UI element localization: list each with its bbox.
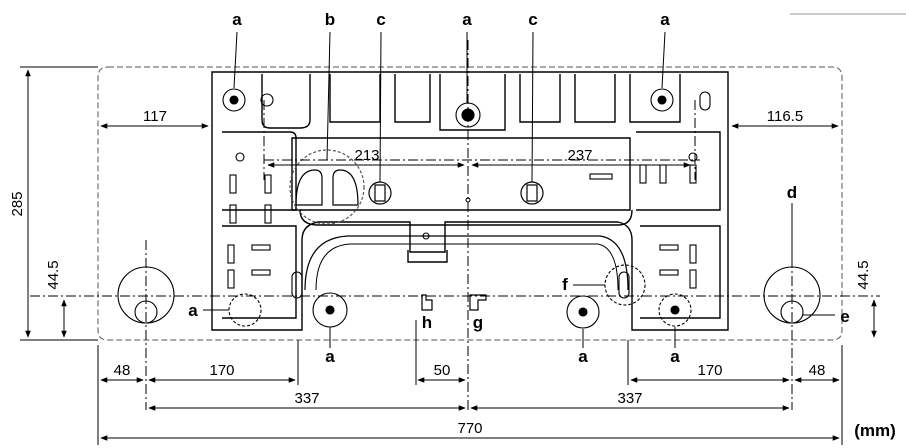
dim-right-margin: 116.5 [767, 108, 803, 125]
label-f: f [562, 275, 568, 294]
label-a-top-right: a [660, 10, 670, 29]
leader-lines [203, 31, 835, 348]
dim-edge-left: 48 [114, 362, 131, 379]
dim-half-left: 337 [294, 390, 319, 407]
dim-pipe-height-right: 44.5 [855, 260, 872, 289]
center-lines [30, 40, 880, 410]
dim-edge-right: 48 [809, 362, 826, 379]
label-b: b [325, 10, 335, 29]
label-e: e [840, 307, 849, 326]
label-a-top-left: a [232, 10, 242, 29]
dim-total-width: 770 [457, 420, 482, 437]
dim-inner-right: 170 [697, 362, 722, 379]
dim-half-right: 337 [617, 390, 642, 407]
dim-right-to-center: 237 [567, 147, 592, 164]
dim-left-to-center: 213 [354, 147, 379, 164]
lower-holes-a [228, 264, 692, 329]
dim-gap: 50 [434, 362, 451, 379]
label-c-left: c [376, 10, 385, 29]
label-a-bottom-2: a [578, 347, 588, 366]
label-h: h [422, 313, 432, 332]
dim-left-margin: 117 [143, 108, 167, 125]
hook-group-b [289, 149, 365, 225]
label-a-lower-left: a [188, 301, 198, 320]
label-d: d [787, 183, 797, 202]
clips-c [368, 181, 544, 205]
dim-pipe-height-left: 44.5 [45, 260, 62, 289]
label-a-bottom-3: a [670, 347, 680, 366]
dim-height: 285 [9, 191, 26, 216]
label-g: g [473, 313, 483, 332]
installation-plate [211, 71, 729, 331]
dimension-lines [20, 66, 877, 445]
dim-inner-left: 170 [209, 362, 234, 379]
pipe-holes [117, 266, 821, 324]
label-c-right: c [528, 10, 537, 29]
unit-label: (mm) [854, 421, 896, 440]
unit-outline [97, 66, 843, 341]
fittings [421, 294, 487, 311]
label-a-bottom-1: a [325, 347, 335, 366]
mounting-holes [222, 88, 711, 289]
label-a-top-center: a [462, 10, 472, 29]
